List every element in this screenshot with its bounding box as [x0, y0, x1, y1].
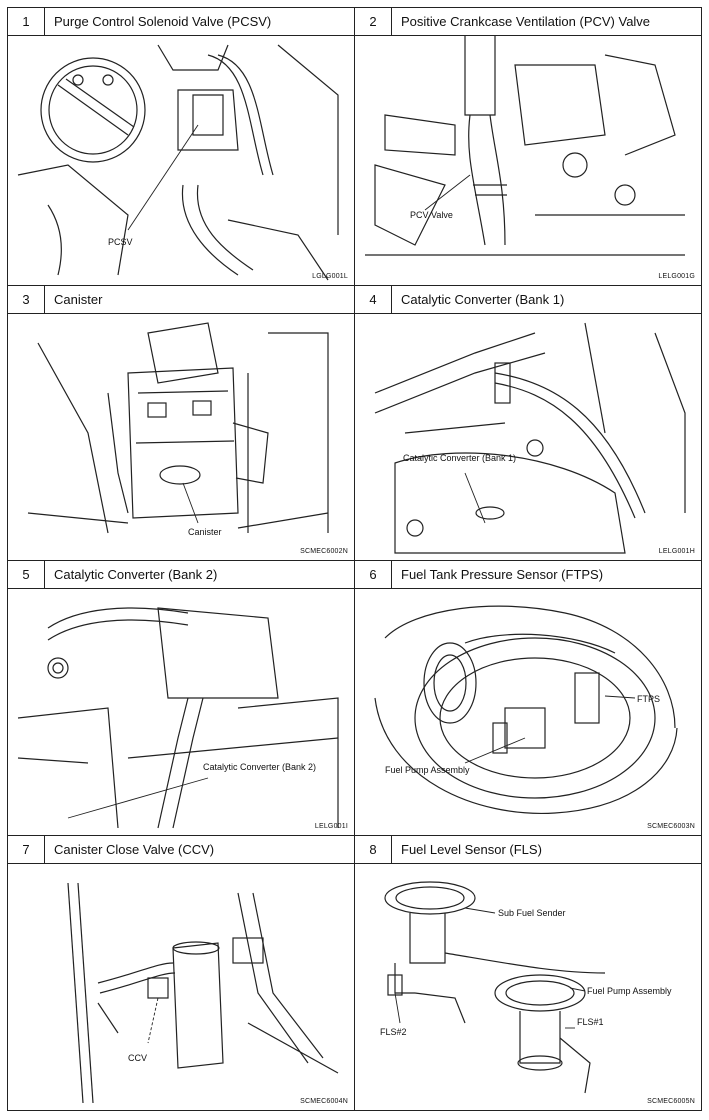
figure-code: LGLG001L	[312, 273, 348, 280]
cell-title: Canister Close Valve (CCV)	[54, 842, 215, 857]
cell-header: 2 Positive Crankcase Ventilation (PCV) V…	[355, 8, 701, 36]
illustration-catalytic-converter-bank1: Catalytic Converter (Bank 1)	[355, 313, 701, 560]
cell-title: Canister	[54, 292, 103, 307]
cell-number: 1	[8, 8, 45, 35]
label-ftps: FTPS	[637, 694, 660, 704]
cell-number: 6	[355, 561, 392, 588]
cell-number: 4	[355, 286, 392, 313]
row-divider	[8, 560, 701, 561]
cell-number: 2	[355, 8, 392, 35]
cell-title: Fuel Tank Pressure Sensor (FTPS)	[401, 567, 604, 582]
cell-ftps: 6 Fuel Tank Pressure Sensor (FTPS) FTPS …	[355, 561, 701, 835]
label-pcv-valve: PCV Valve	[410, 210, 453, 220]
illustration-catalytic-converter-bank2: Catalytic Converter (Bank 2)	[8, 588, 354, 835]
cell-fls: 8 Fuel Level Sensor (FLS)	[355, 836, 701, 1110]
figure-code: SCMEC6003N	[647, 823, 695, 830]
label-fls1: FLS#1	[577, 1017, 604, 1027]
label-catalytic-converter-bank1: Catalytic Converter (Bank 1)	[403, 453, 516, 463]
illustration-ccv: CCV	[8, 863, 354, 1110]
cell-header: 1 Purge Control Solenoid Valve (PCSV)	[8, 8, 354, 36]
cell-title: Purge Control Solenoid Valve (PCSV)	[54, 14, 272, 29]
cell-catalytic-converter-bank2: 5 Catalytic Converter (Bank 2) Catalytic…	[8, 561, 354, 835]
cell-header: 5 Catalytic Converter (Bank 2)	[8, 561, 354, 589]
cell-header: 6 Fuel Tank Pressure Sensor (FTPS)	[355, 561, 701, 589]
label-fuel-pump-assembly: Fuel Pump Assembly	[385, 765, 470, 775]
figure-code: SCMEC6005N	[647, 1098, 695, 1105]
cell-header: 7 Canister Close Valve (CCV)	[8, 836, 354, 864]
cell-canister: 3 Canister Canister SCMEC6002N	[8, 286, 354, 560]
figure-code: SCMEC6004N	[300, 1098, 348, 1105]
label-fuel-pump-assembly: Fuel Pump Assembly	[587, 986, 672, 996]
label-catalytic-converter-bank2: Catalytic Converter (Bank 2)	[203, 762, 316, 772]
figure-code: SCMEC6002N	[300, 548, 348, 555]
cell-catalytic-converter-bank1: 4 Catalytic Converter (Bank 1) Catalytic…	[355, 286, 701, 560]
illustration-pcv-valve: PCV Valve	[355, 35, 701, 285]
cell-pcv-valve: 2 Positive Crankcase Ventilation (PCV) V…	[355, 8, 701, 285]
cell-header: 4 Catalytic Converter (Bank 1)	[355, 286, 701, 314]
row-divider	[8, 835, 701, 836]
row-divider	[8, 285, 701, 286]
label-canister: Canister	[188, 527, 222, 537]
figure-code: LELG001G	[658, 273, 695, 280]
component-location-table: 1 Purge Control Solenoid Valve (PCSV)	[7, 7, 702, 1111]
cell-number: 7	[8, 836, 45, 863]
label-pcsv: PCSV	[108, 237, 133, 247]
cell-number: 5	[8, 561, 45, 588]
label-ccv: CCV	[128, 1053, 147, 1063]
cell-header: 8 Fuel Level Sensor (FLS)	[355, 836, 701, 864]
cell-ccv: 7 Canister Close Valve (CCV) CCV SCMEC60…	[8, 836, 354, 1110]
cell-header: 3 Canister	[8, 286, 354, 314]
cell-title: Positive Crankcase Ventilation (PCV) Val…	[401, 14, 651, 29]
illustration-fls: Sub Fuel Sender Fuel Pump Assembly FLS#2…	[355, 863, 701, 1110]
figure-code: LELG001H	[658, 548, 695, 555]
illustration-pcsv: PCSV	[8, 35, 354, 285]
illustration-ftps: FTPS Fuel Pump Assembly	[355, 588, 701, 835]
cell-title: Catalytic Converter (Bank 1)	[401, 292, 565, 307]
cell-number: 3	[8, 286, 45, 313]
label-sub-fuel-sender: Sub Fuel Sender	[498, 908, 566, 918]
cell-title: Catalytic Converter (Bank 2)	[54, 567, 218, 582]
label-fls2: FLS#2	[380, 1027, 407, 1037]
illustration-canister: Canister	[8, 313, 354, 560]
cell-number: 8	[355, 836, 392, 863]
cell-pcsv: 1 Purge Control Solenoid Valve (PCSV)	[8, 8, 354, 285]
cell-title: Fuel Level Sensor (FLS)	[401, 842, 542, 857]
figure-code: LELG001I	[314, 823, 348, 830]
column-divider	[354, 8, 355, 1110]
